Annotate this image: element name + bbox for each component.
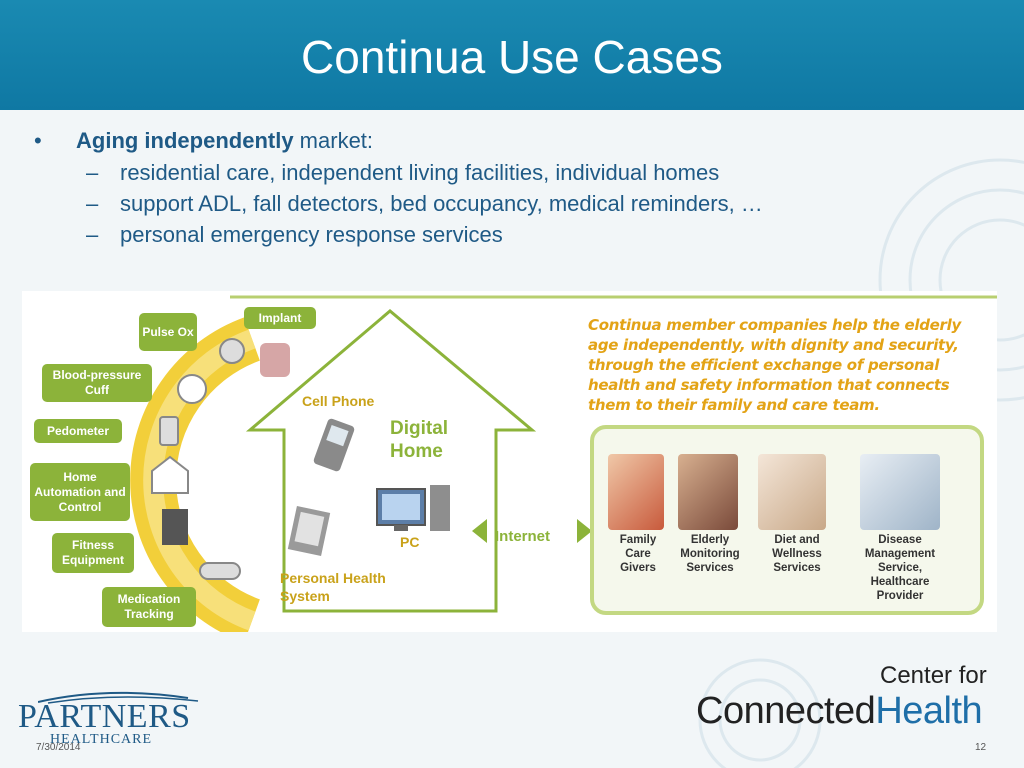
label-implant: Implant [244, 307, 316, 329]
healthcare-wordmark: HEALTHCARE [50, 732, 153, 747]
sub-bullet-text: residential care, independent living fac… [120, 160, 720, 185]
service-disease-management: Disease Management Service, Healthcare P… [864, 534, 936, 602]
sub-bullet-text: personal emergency response services [120, 222, 503, 247]
partners-wordmark: PARTNERS [18, 698, 191, 735]
cell-phone-icon [313, 418, 355, 472]
internet-arrow-right-icon [577, 519, 592, 543]
partners-healthcare-logo: PARTNERS HEALTHCARE [18, 690, 199, 750]
label-pulse-ox: Pulse Ox [139, 313, 197, 351]
health-text: Health [875, 690, 983, 732]
diet-wellness-photo [758, 454, 826, 530]
pulse-ox-icon [219, 338, 245, 364]
internet-arrow-left-icon [472, 519, 487, 543]
service-elderly-monitoring: Elderly Monitoring Services [680, 534, 740, 574]
sub-bullet: – residential care, independent living f… [86, 160, 720, 185]
disease-management-photo [860, 454, 940, 530]
label-personal-health-system: Personal Health System [280, 570, 386, 604]
sub-bullet: – support ADL, fall detectors, bed occup… [86, 191, 763, 216]
label-medication-tracking: Medication Tracking [102, 587, 196, 627]
center-for-text: Center for [880, 662, 987, 689]
family-photo [608, 454, 664, 530]
label-pc: PC [400, 534, 420, 550]
blood-pressure-cuff-icon [177, 374, 207, 404]
connected-text: Connected [696, 690, 876, 732]
service-family-care-givers: Family Care Givers [619, 534, 657, 574]
slide-header: Continua Use Cases [0, 0, 1024, 110]
page-number: 12 [975, 742, 987, 753]
implant-icon [260, 343, 290, 377]
label-blood-pressure-cuff: Blood-pressure Cuff [42, 364, 152, 402]
label-pedometer: Pedometer [34, 419, 122, 443]
personal-health-system-icon [287, 505, 331, 557]
label-cell-phone: Cell Phone [302, 393, 375, 409]
connected-health-logo: ConnectedHealth [696, 690, 983, 733]
label-home-automation: Home Automation and Control [30, 463, 130, 521]
bullet-main: • Aging independently market: [34, 128, 994, 160]
home-automation-icon [151, 455, 189, 494]
partners-swoosh-icon [38, 691, 199, 704]
label-digital-home: Digital Home [390, 418, 449, 462]
elderly-monitoring-photo [678, 454, 738, 530]
pedometer-icon [159, 416, 179, 446]
label-fitness-equipment: Fitness Equipment [52, 533, 134, 573]
fitness-equipment-icon [162, 509, 188, 545]
bullet-main-bold: Aging independently [76, 128, 294, 153]
service-diet-wellness: Diet and Wellness Services [772, 534, 822, 574]
continua-diagram: Pulse Ox Implant Blood-pressure Cuff Ped… [22, 291, 997, 632]
slide-title: Continua Use Cases [301, 31, 723, 83]
sub-bullet-text: support ADL, fall detectors, bed occupan… [120, 191, 763, 216]
sub-bullet: – personal emergency response services [86, 222, 503, 247]
pc-icon [376, 485, 450, 531]
bullet-list: • Aging independently market: – resident… [34, 128, 994, 253]
bullet-dot: • [34, 128, 42, 153]
continua-description: Continua member companies help the elder… [588, 316, 961, 414]
medication-tracking-icon [199, 562, 241, 580]
footer-date: 7/30/2014 [36, 742, 81, 753]
label-internet: Internet [495, 528, 551, 545]
bullet-main-rest: market: [293, 128, 374, 153]
